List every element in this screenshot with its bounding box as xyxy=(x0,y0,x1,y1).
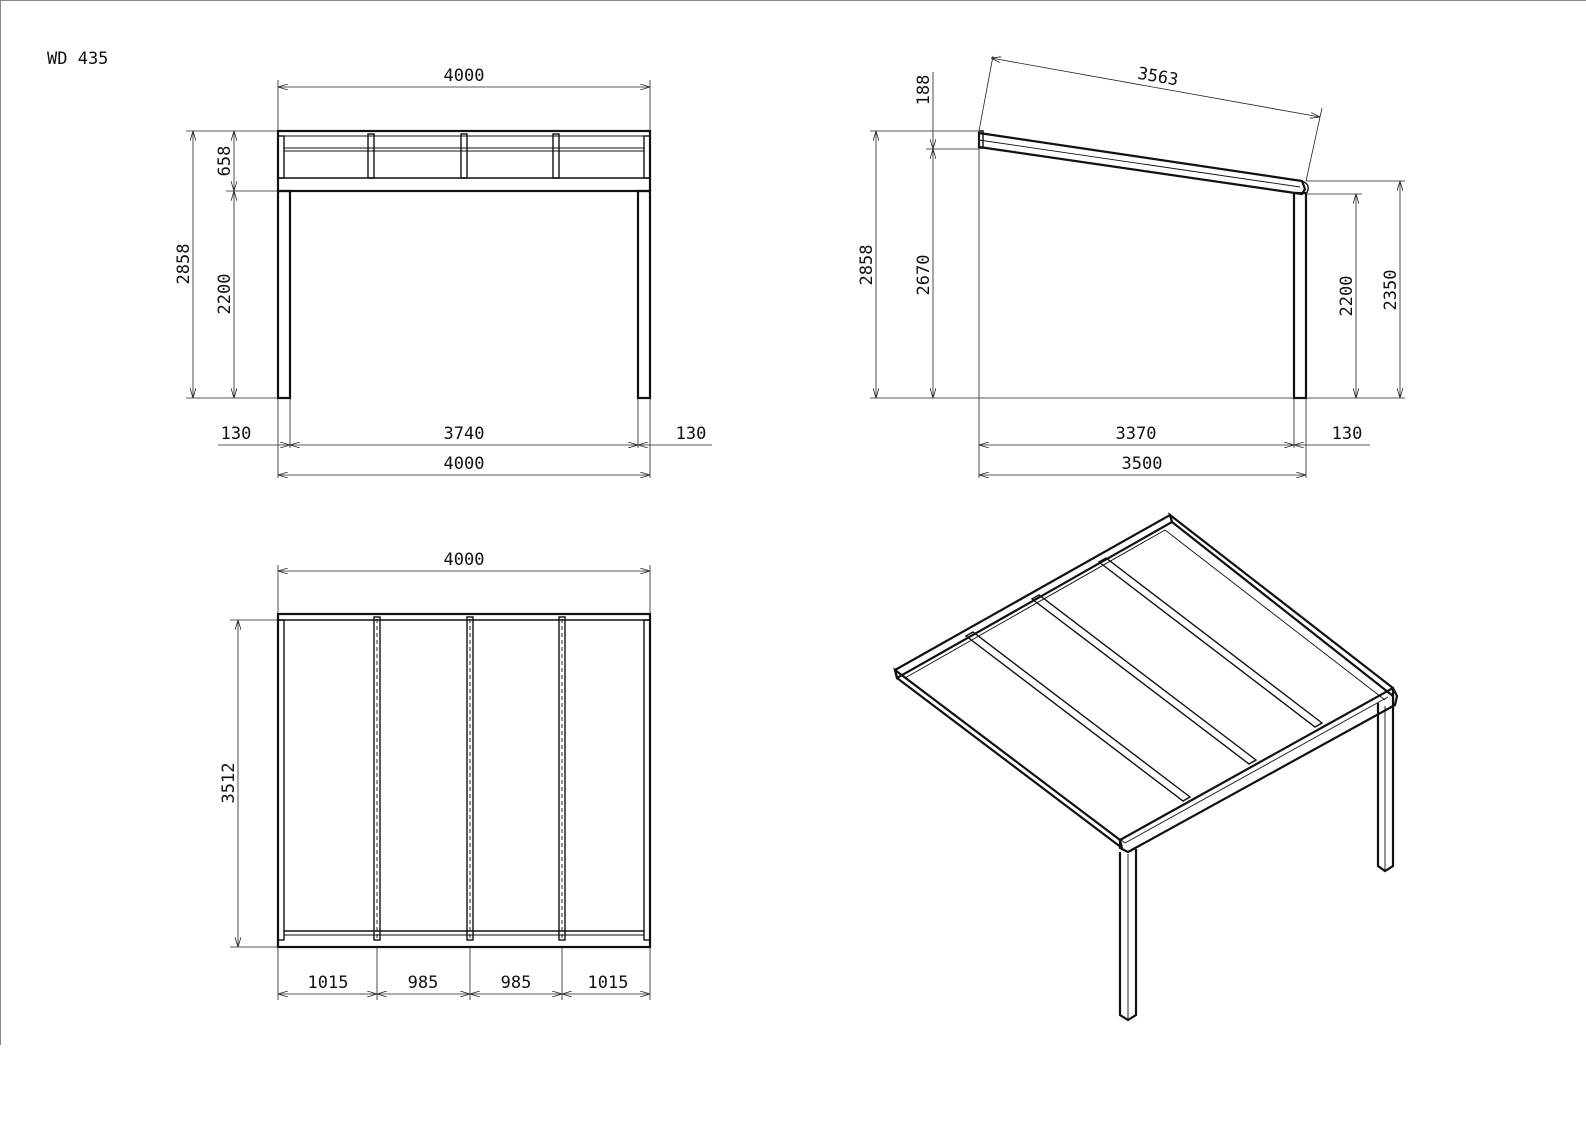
dim-side-overall-depth-label: 3500 xyxy=(1122,454,1163,474)
iso-rafter-left-end xyxy=(893,667,1124,851)
dim-front-width-top-label: 4000 xyxy=(444,66,485,86)
front-rafter xyxy=(367,133,375,179)
front-post-left xyxy=(276,189,292,400)
dim-front-inner-width-label: 3740 xyxy=(444,424,485,444)
iso-rafter-left-end-inner xyxy=(904,677,1126,844)
dim-plan-depth-label: 3512 xyxy=(219,763,239,804)
front-rafter-left-end xyxy=(277,135,285,179)
dim-front-width-bottom-label: 4000 xyxy=(444,454,485,474)
dim-side-total-height-label: 2858 xyxy=(857,245,877,286)
plan-rafter-right-end xyxy=(643,619,651,941)
dim-front-post-left-label: 130 xyxy=(221,424,252,444)
side-post xyxy=(1292,191,1308,400)
drawing-code: WD 435 xyxy=(47,49,108,69)
plan-outer-frame xyxy=(276,612,652,949)
plan-rafter xyxy=(466,616,474,941)
side-wall-bracket xyxy=(979,130,984,149)
front-rafter-right-end xyxy=(643,135,651,179)
dim-plan-bay-3-label: 985 xyxy=(501,973,532,993)
dim-side-slope xyxy=(991,58,1320,117)
side-gutter xyxy=(1301,180,1309,195)
iso-rafter-right-end xyxy=(1168,512,1395,699)
ext-line xyxy=(1305,107,1323,182)
plan-rafter xyxy=(373,616,381,941)
isometric-view xyxy=(893,512,1399,1022)
front-post-right xyxy=(636,189,652,400)
side-view: 3563 188 2858 2670 2200 2350 3370 130 35… xyxy=(857,55,1405,478)
dim-side-front-height-label: 2350 xyxy=(1381,270,1401,311)
dim-side-inner-depth-label: 3370 xyxy=(1116,424,1157,444)
iso-rafter xyxy=(964,631,1192,802)
front-roof-frame xyxy=(276,129,652,193)
plan-rafter-left-end xyxy=(277,619,285,941)
plan-rafter xyxy=(558,616,566,941)
dim-plan-bay-2-label: 985 xyxy=(408,973,439,993)
dim-side-roof-step-label: 188 xyxy=(914,75,934,106)
dim-side-post-height-label: 2200 xyxy=(1337,276,1357,317)
front-rafter xyxy=(460,133,468,179)
dim-side-wall-height-label: 2670 xyxy=(914,255,934,296)
plan-view: 4000 3512 1015 985 985 1015 xyxy=(219,550,652,1000)
front-rafter xyxy=(552,133,560,179)
dim-side-slope-label: 3563 xyxy=(1136,64,1180,91)
iso-post-front-right xyxy=(1376,696,1395,873)
side-roof-inner xyxy=(978,139,1301,188)
iso-rafter xyxy=(1030,594,1258,765)
dim-plan-width-label: 4000 xyxy=(444,550,485,570)
dim-front-roof-height-label: 658 xyxy=(215,146,235,177)
dim-side-post-depth-label: 130 xyxy=(1332,424,1363,444)
dim-plan-bay-1-label: 1015 xyxy=(308,973,349,993)
front-view: 4000 658 2858 2200 130 3740 130 4000 xyxy=(174,66,712,478)
iso-gutter-beam-inner xyxy=(1124,696,1389,844)
iso-wall-beam-inner xyxy=(904,529,1166,679)
iso-gutter-beam xyxy=(1118,686,1399,854)
dim-front-total-height-label: 2858 xyxy=(174,244,194,285)
dim-front-post-right-label: 130 xyxy=(676,424,707,444)
ext-line xyxy=(978,55,994,132)
dim-plan-bay-4-label: 1015 xyxy=(588,973,629,993)
iso-rafter xyxy=(1097,557,1324,728)
iso-wall-beam xyxy=(893,513,1174,680)
dim-front-clear-height-label: 2200 xyxy=(215,274,235,315)
iso-rafter-right-end-inner xyxy=(1164,529,1386,701)
